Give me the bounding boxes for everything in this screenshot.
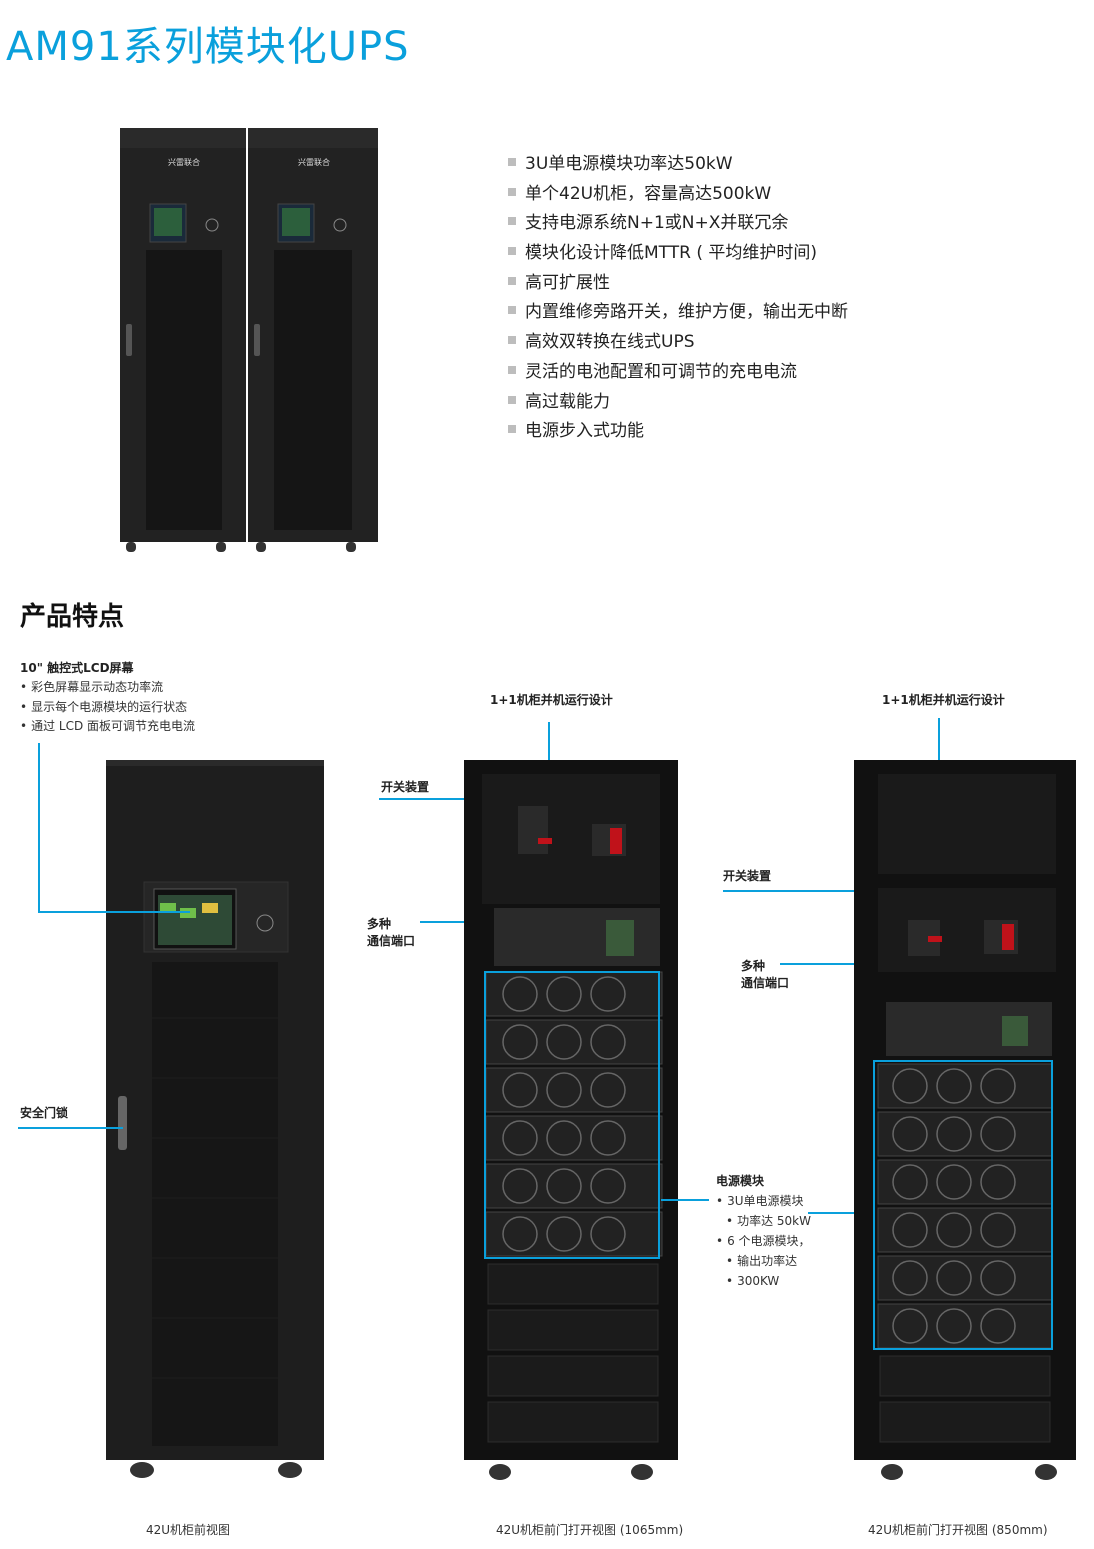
feature-item: 内置维修旁路开关，维护方便，输出无中断 (508, 298, 848, 328)
power-module-line-1 (661, 1199, 709, 1201)
brand-logo-text: 兴雷联合 (168, 157, 200, 167)
lcd-callout-title: 10" 触控式LCD屏幕 (20, 661, 134, 675)
lcd-callout-item: 显示每个电源模块的运行状态 (20, 698, 195, 718)
power-module-callout: 电源模块 3U单电源模块 功率达 50kW 6 个电源模块， 输出功率达 300… (716, 1172, 811, 1291)
dual-cabinet-image: 兴雷联合 兴雷联合 (120, 128, 378, 552)
section-title: 产品特点 (20, 602, 125, 632)
power-module-list: 3U单电源模块 功率达 50kW 6 个电源模块， 输出功率达 300KW (716, 1191, 811, 1291)
square-bullet-icon (508, 158, 516, 166)
feature-item: 高过载能力 (508, 388, 848, 418)
parallel-label-2: 1+1机柜并机运行设计 (882, 693, 1005, 707)
feature-item: 模块化设计降低MTTR ( 平均维护时间) (508, 239, 848, 269)
square-bullet-icon (508, 187, 516, 196)
square-bullet-icon (508, 217, 516, 226)
feature-list: 3U单电源模块功率达50kW 单个42U机柜，容量高达500kW 支持电源系统N… (508, 150, 848, 447)
parallel-label-1: 1+1机柜并机运行设计 (490, 693, 613, 707)
square-bullet-icon (508, 425, 516, 434)
door-lock-line (18, 1127, 123, 1129)
cabinet-front-image (106, 760, 324, 1478)
parallel-line-1 (548, 722, 550, 774)
caption-open-1065: 42U机柜前门打开视图 (1065mm) (496, 1523, 684, 1537)
lcd-callout-list: 彩色屏幕显示动态功率流 显示每个电源模块的运行状态 通过 LCD 面板可调节充电… (20, 678, 195, 737)
parallel-line-2 (938, 718, 940, 772)
power-module-item: 6 个电源模块， (716, 1231, 811, 1251)
cabinet-right: 兴雷联合 (248, 128, 378, 552)
cabinet-open-850-image (854, 760, 1076, 1480)
power-module-item-cont: 输出功率达 (716, 1251, 811, 1271)
feature-item: 高可扩展性 (508, 269, 848, 299)
cabinet-open-1065-image (464, 760, 678, 1480)
square-bullet-icon (508, 306, 516, 315)
cabinet-left: 兴雷联合 (120, 128, 246, 552)
square-bullet-icon (508, 336, 516, 345)
comm-label-2: 多种通信端口 (741, 959, 790, 990)
caption-open-850: 42U机柜前门打开视图 (850mm) (868, 1523, 1048, 1537)
power-module-stack (485, 971, 663, 1257)
lcd-callout-item: 彩色屏幕显示动态功率流 (20, 678, 195, 698)
power-module-title: 电源模块 (716, 1174, 765, 1188)
power-module-item-cont: 功率达 50kW (716, 1211, 811, 1231)
switch-label-1: 开关装置 (381, 780, 430, 794)
power-module-stack (877, 1063, 1053, 1349)
square-bullet-icon (508, 276, 516, 285)
square-bullet-icon (508, 365, 516, 374)
switch-line-1 (379, 798, 539, 800)
power-module-item-cont: 300KW (716, 1271, 811, 1291)
lcd-callout-line (38, 743, 40, 913)
square-bullet-icon (508, 395, 516, 404)
door-handle (118, 1096, 127, 1150)
power-module-item: 3U单电源模块 (716, 1191, 811, 1211)
switch-line-2 (723, 890, 923, 892)
comm-label-1: 多种通信端口 (367, 917, 416, 948)
feature-item: 灵活的电池配置和可调节的充电电流 (508, 358, 848, 388)
feature-item: 单个42U机柜，容量高达500kW (508, 180, 848, 210)
door-lock-label: 安全门锁 (20, 1106, 69, 1120)
switch-label-2: 开关装置 (723, 869, 772, 883)
power-module-highlight-2 (873, 1060, 1053, 1350)
feature-item: 电源步入式功能 (508, 417, 848, 447)
lcd-callout-item: 通过 LCD 面板可调节充电电流 (20, 717, 195, 737)
feature-item: 支持电源系统N+1或N+X并联冗余 (508, 209, 848, 239)
svg-text:兴雷联合: 兴雷联合 (298, 157, 330, 167)
lcd-callout-line (38, 911, 190, 913)
power-module-highlight-1 (484, 971, 660, 1259)
feature-item: 高效双转换在线式UPS (508, 328, 848, 358)
power-module-line-2 (808, 1212, 874, 1214)
page-title: AM91系列模块化UPS (6, 24, 410, 70)
feature-item: 3U单电源模块功率达50kW (508, 150, 848, 180)
square-bullet-icon (508, 247, 516, 256)
caption-front-view: 42U机柜前视图 (146, 1523, 231, 1537)
